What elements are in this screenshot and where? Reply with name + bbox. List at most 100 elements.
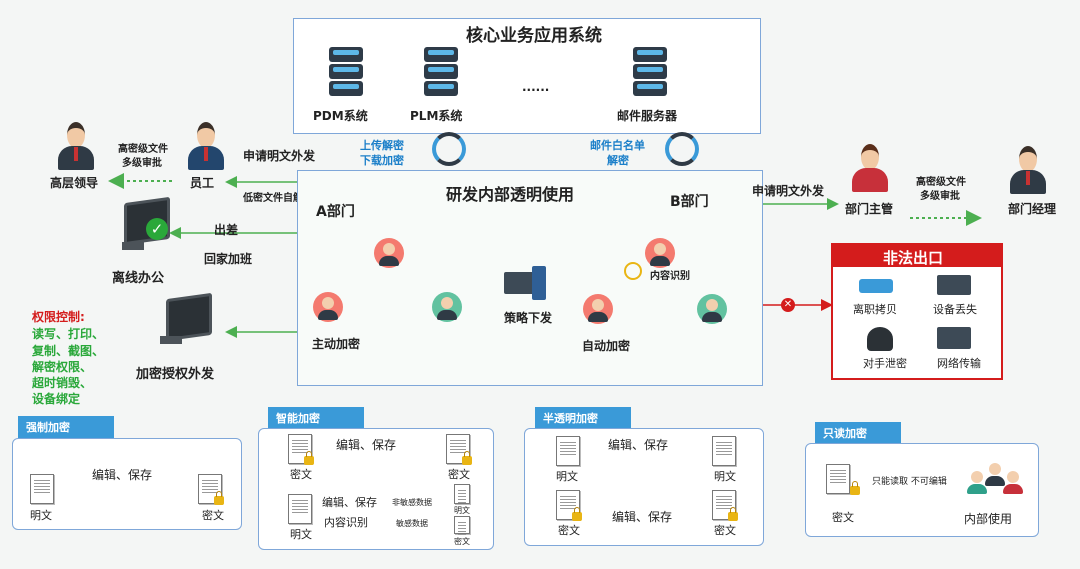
illegal-exit-panel: 非法出口 离职拷贝 设备丢失 对手泄密 网络传输 [831, 243, 1003, 380]
readonly-src-doc-icon [826, 464, 850, 494]
illegal-exit-header [833, 245, 1001, 267]
perm-line2: 复制、截图、 [32, 344, 105, 358]
semi-dst2-lock-icon [728, 507, 738, 521]
right-approval-line2: 多级审批 [920, 191, 960, 202]
illegal-item-2: 设备丢失 [933, 303, 977, 316]
core-system-title: 核心业务应用系统 [466, 26, 602, 46]
smart-out1-doc-icon [454, 484, 470, 504]
perm-line3: 解密权限、 [32, 360, 93, 374]
smart-action1: 编辑、保存 [336, 438, 397, 452]
readonly-encrypt-tag: 只读加密 [815, 422, 901, 444]
perm-line1: 读写、打印、 [32, 327, 105, 341]
forced-lock-icon [214, 491, 224, 505]
manager-label: 部门经理 [1008, 202, 1057, 216]
spy-icon [867, 327, 893, 351]
user-avatar-a1 [374, 238, 404, 268]
smart-sensitive: 敏感数据 [396, 519, 428, 528]
download-encrypt: 下载加密 [360, 154, 404, 167]
supervisor-label: 部门主管 [845, 202, 894, 216]
smart-src2-label: 明文 [290, 528, 312, 541]
semi-src1-label: 明文 [556, 470, 578, 483]
senior-leader-label: 高层领导 [50, 176, 99, 190]
core-system-panel: 核心业务应用系统 [293, 18, 761, 134]
user-avatar-b1 [645, 238, 675, 268]
clock-icon [624, 262, 642, 280]
smart-out1-label: 明文 [454, 506, 470, 515]
pdm-server-icon [329, 47, 363, 99]
dept-a: A部门 [316, 204, 355, 220]
supervisor-avatar [850, 144, 890, 192]
smart-non-sensitive: 非敏感数据 [392, 498, 432, 507]
smart-src1-lock-icon [304, 451, 314, 465]
smart-src1-label: 密文 [290, 468, 312, 481]
network-icon [937, 327, 971, 349]
forced-action: 编辑、保存 [92, 468, 153, 482]
employee-label: 员工 [190, 176, 215, 190]
perm-line5: 设备绑定 [32, 392, 81, 406]
content-id-label: 内容识别 [650, 271, 690, 282]
semi-src2-label: 密文 [558, 524, 580, 537]
check-icon: ✓ [146, 218, 168, 240]
semi-src1-doc-icon [556, 436, 580, 466]
semi-dst1-label: 明文 [714, 470, 736, 483]
readonly-lock-icon [850, 481, 860, 495]
approval-line1: 高密级文件 [118, 144, 168, 155]
readonly-action: 只能读取 不可编辑 [872, 477, 947, 487]
group-users-icon [962, 456, 1028, 500]
readonly-src-label: 密文 [832, 511, 854, 524]
policy-label: 策略下发 [504, 311, 553, 325]
forced-dst-label: 密文 [202, 509, 224, 522]
home-overtime: 回家加班 [204, 252, 253, 266]
plm-label: PLM系统 [410, 109, 463, 123]
plm-server-icon [424, 47, 458, 99]
pdm-label: PDM系统 [313, 109, 368, 123]
forced-src-label: 明文 [30, 509, 52, 522]
ellipsis: ...... [522, 80, 550, 94]
user-avatar-b3 [697, 294, 727, 324]
readonly-dst-label: 内部使用 [964, 512, 1013, 526]
auth-monitor-icon [166, 292, 212, 342]
perm-line4: 超时销毁、 [32, 376, 93, 390]
dept-b: B部门 [670, 194, 709, 210]
auth-monitor-stand [160, 336, 182, 344]
semi-src2-lock-icon [572, 507, 582, 521]
active-encrypt-label: 主动加密 [312, 337, 361, 351]
user-avatar-b2 [583, 294, 613, 324]
offline-label: 离线办公 [112, 271, 165, 286]
auth-send-label: 加密授权外发 [136, 367, 215, 382]
policy-server-icon [504, 272, 534, 294]
rd-title: 研发内部透明使用 [446, 185, 575, 204]
smart-src1-doc-icon [288, 434, 312, 464]
right-approval-line1: 高密级文件 [916, 177, 966, 188]
semi-action1: 编辑、保存 [608, 438, 669, 452]
illegal-item-4: 网络传输 [937, 357, 981, 370]
usb-icon [859, 279, 893, 293]
sync-icon-left [432, 132, 466, 166]
upload-decrypt: 上传解密 [360, 139, 404, 152]
policy-rack-icon [532, 266, 546, 300]
business-trip: 出差 [214, 223, 239, 237]
laptop-icon [937, 275, 971, 295]
smart-out2-doc-icon [454, 516, 470, 536]
smart-dst1-label: 密文 [448, 468, 470, 481]
illegal-item-1: 离职拷贝 [853, 303, 897, 316]
semi-encrypt-tag: 半透明加密 [535, 407, 631, 429]
semi-dst2-label: 密文 [714, 524, 736, 537]
auto-encrypt-label: 自动加密 [582, 339, 631, 353]
semi-action2: 编辑、保存 [612, 510, 673, 524]
user-avatar-a3 [432, 292, 462, 322]
forced-encrypt-tag: 强制加密 [18, 416, 114, 438]
apply-plain-send-left: 申请明文外发 [243, 149, 316, 163]
block-icon: ✕ [781, 298, 795, 312]
user-avatar-a2 [313, 292, 343, 322]
semi-dst1-doc-icon [712, 436, 736, 466]
smart-action2b: 内容识别 [324, 516, 368, 529]
sync-icon-right [665, 132, 699, 166]
low-secret-self-decrypt: 低密文件自解密 [243, 193, 313, 204]
mail-decrypt: 解密 [607, 154, 629, 167]
smart-src2-doc-icon [288, 494, 312, 524]
senior-leader-avatar [56, 122, 96, 170]
smart-out2-label: 密文 [454, 537, 470, 546]
smart-encrypt-tag: 智能加密 [268, 407, 364, 429]
perm-title: 权限控制: [32, 310, 85, 324]
